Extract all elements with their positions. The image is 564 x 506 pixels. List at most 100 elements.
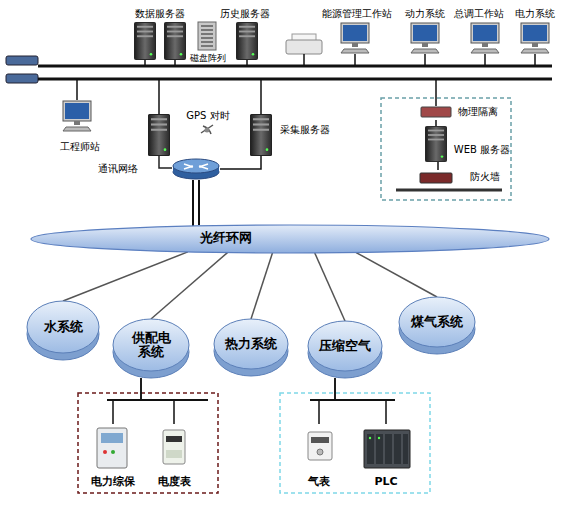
isolation-node: 物理隔离: [420, 106, 498, 120]
plc-module: [403, 434, 408, 464]
drop-wire: [424, 54, 426, 66]
workstation-node: 总调工作站: [450, 8, 508, 56]
server-node: 采集服务器: [248, 112, 330, 156]
server-icon: [426, 126, 447, 161]
drop-wire: [435, 79, 437, 106]
node-label: 物理隔离: [458, 106, 498, 117]
router-wire: [159, 156, 172, 168]
connector: [437, 162, 439, 170]
plc-module: [376, 434, 383, 464]
drop-wire: [158, 79, 160, 114]
workstation-icon: [341, 23, 369, 53]
node-label: 磁盘阵列: [183, 54, 233, 64]
node-label: WEB 服务器: [454, 144, 510, 155]
disk-array-icon: [198, 22, 216, 50]
workstation-icon: [63, 101, 91, 131]
plc-led: [369, 437, 371, 439]
disk-slot: [201, 25, 213, 27]
node-label: 气表: [292, 476, 346, 488]
connector: [151, 253, 227, 319]
field-device-node: 气表: [298, 424, 340, 488]
meter-dial: [317, 449, 323, 455]
node-label: 电力系统: [506, 8, 564, 19]
energy-meter-icon: [163, 430, 185, 464]
plc-led: [378, 437, 380, 439]
protection-relay-icon: [97, 428, 127, 468]
isolation-device: [421, 107, 451, 117]
subsystem-disc: 煤气系统: [398, 296, 476, 356]
server-node: 历史服务器: [218, 8, 272, 60]
plc-icon: [364, 430, 410, 468]
workstation-icon: [521, 23, 549, 53]
workstation-icon: [411, 23, 439, 53]
subsystem-disc: 水系统: [26, 300, 100, 362]
drop-wire: [76, 79, 78, 100]
ring-ellipse: [31, 225, 549, 253]
drop-wire: [303, 54, 305, 66]
subsystem-disc: 供配电系统: [112, 318, 190, 380]
node-label: 电度表: [146, 476, 202, 488]
firewall-node: 防火墙: [392, 170, 504, 196]
plc-module: [385, 434, 392, 464]
connector: [335, 378, 386, 424]
printer-icon: [286, 40, 322, 54]
connector: [192, 180, 194, 226]
disk-slot: [201, 37, 213, 39]
node-label: 能源管理工作站: [314, 8, 400, 19]
connector: [356, 253, 437, 297]
disk-slot: [201, 45, 213, 47]
connector: [113, 378, 141, 424]
plc-module: [367, 434, 374, 464]
node-label: 数据服务器: [126, 8, 194, 19]
node-label: 光纤环网: [200, 231, 252, 245]
gps-icon: [205, 128, 210, 133]
router-top: [173, 159, 219, 173]
router-outline: [172, 158, 220, 180]
disk-slot: [201, 33, 213, 35]
plc-module: [394, 434, 401, 464]
field-device-node: 电力综保: [88, 424, 138, 488]
zone-frame: [78, 393, 218, 493]
gps-icon: [201, 125, 213, 134]
connector: [435, 120, 437, 126]
router-arrows: [184, 164, 208, 169]
switch-icon: [6, 56, 38, 65]
server-node: 数据服务器: [130, 8, 190, 60]
workstation-node: 电力系统: [510, 8, 560, 56]
node-label: 热力系统: [215, 318, 287, 370]
disc-top: [27, 301, 99, 353]
disk-slot: [201, 29, 213, 31]
workstation-node: 动力系统: [402, 8, 448, 56]
connector: [141, 378, 174, 424]
server-icon: [135, 22, 156, 59]
disc-top: [308, 321, 382, 371]
workstation-icon: [471, 23, 499, 53]
node-label: 水系统: [28, 300, 98, 354]
disc-top: [113, 319, 189, 371]
node-label: GPS 对时: [176, 110, 240, 121]
node-label: 采集服务器: [280, 124, 330, 135]
node-label: 总调工作站: [446, 8, 512, 19]
node-label: PLC: [352, 476, 420, 488]
node-label: 历史服务器: [214, 8, 276, 19]
firewall-device: [420, 173, 452, 183]
fibre-line: [198, 180, 200, 225]
ring-outline: [30, 224, 550, 254]
field-device-node: PLC: [358, 424, 414, 488]
node-label: 动力系统: [398, 8, 452, 19]
disc-top: [214, 319, 288, 369]
node-label: 供配电系统: [129, 318, 173, 372]
server-node: WEB 服务器: [422, 126, 510, 162]
connector: [63, 252, 188, 301]
gps-node: GPS 对时: [180, 110, 236, 142]
server-icon: [237, 22, 258, 59]
zone-frame: [381, 98, 511, 200]
subsystem-disc: 压缩空气: [307, 320, 383, 380]
node-label: 煤气系统: [400, 296, 474, 348]
drop-wire: [260, 79, 262, 114]
connector: [220, 156, 261, 169]
disk-array-node: 磁盘阵列: [189, 20, 227, 64]
meter-display: [311, 437, 329, 443]
network-bus: [38, 65, 552, 68]
